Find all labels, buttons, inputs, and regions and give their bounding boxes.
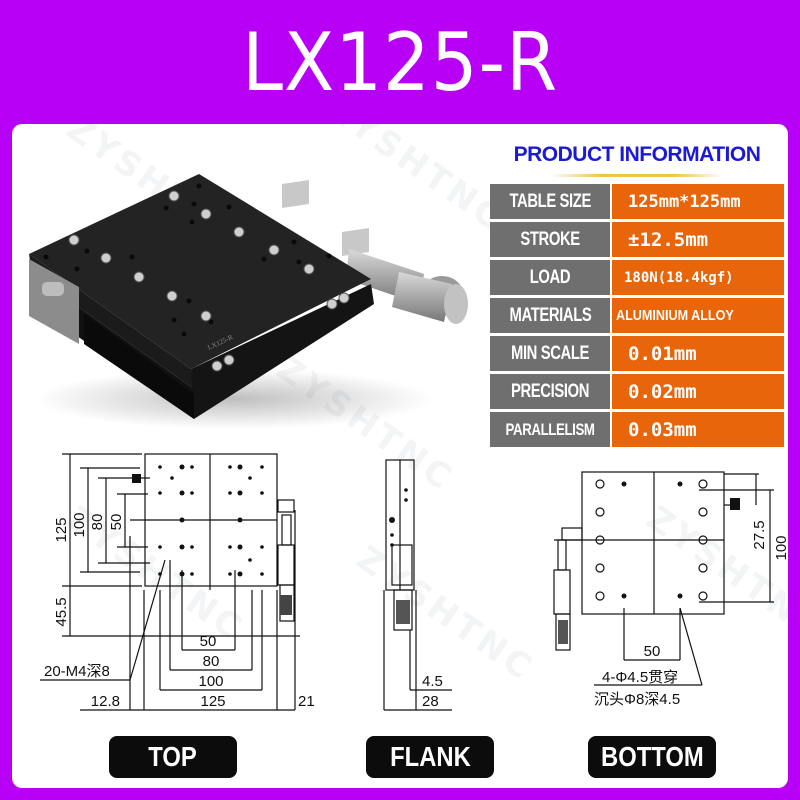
info-value: 0.02mm bbox=[612, 374, 784, 409]
info-row-min-scale: MIN SCALE 0.01mm bbox=[490, 336, 784, 371]
info-row-precision: PRECISION 0.02mm bbox=[490, 374, 784, 409]
info-value: 0.03mm bbox=[612, 412, 784, 447]
hole-note: 20-M4深8 bbox=[44, 663, 110, 680]
hole-note: 沉头Φ8深4.5 bbox=[594, 691, 680, 708]
info-label: PARALLELISM bbox=[490, 412, 610, 447]
info-value: 125mm*125mm bbox=[612, 184, 784, 219]
info-label: PRECISION bbox=[490, 374, 610, 409]
dim-label: 100 bbox=[773, 535, 788, 560]
dim-label: 100 bbox=[71, 512, 88, 537]
view-label-top: TOP bbox=[109, 736, 237, 778]
hole-note: 4-Φ4.5贯穿 bbox=[602, 669, 678, 686]
bottom-view-drawing: 27.5 100 50 4-Φ4.5贯穿 沉头Φ8深4.5 bbox=[553, 471, 788, 708]
product-photo: LX125-R bbox=[24, 144, 484, 444]
dim-label: 80 bbox=[203, 653, 220, 670]
info-row-stroke: STROKE ±12.5mm bbox=[490, 222, 784, 257]
linear-stage-image: LX125-R bbox=[29, 174, 468, 429]
dim-label: 27.5 bbox=[751, 520, 768, 549]
info-value: ALUMINIUM ALLOY bbox=[612, 298, 784, 333]
dim-label: 21 bbox=[298, 693, 315, 710]
product-info-table: PRODUCT INFORMATION TABLE SIZE 125mm*125… bbox=[490, 138, 784, 450]
dim-label: 45.5 bbox=[53, 597, 70, 626]
dim-label: 50 bbox=[108, 514, 125, 531]
info-row-load: LOAD 180N(18.4kgf) bbox=[490, 260, 784, 295]
product-title: LX125-R bbox=[241, 15, 559, 109]
dim-label: 125 bbox=[53, 517, 70, 542]
top-view-drawing: 125 100 80 50 45.5 50 80 100 125 12.8 21… bbox=[40, 453, 315, 711]
info-value: 180N(18.4kgf) bbox=[612, 260, 784, 295]
view-label-bottom: BOTTOM bbox=[588, 736, 716, 778]
info-value: ±12.5mm bbox=[612, 222, 784, 257]
info-row-table-size: TABLE SIZE 125mm*125mm bbox=[490, 184, 784, 219]
flank-view-drawing: 4.5 28 bbox=[383, 459, 452, 711]
dim-label: 50 bbox=[200, 633, 217, 650]
info-label: LOAD bbox=[490, 260, 610, 295]
view-label-flank: FLANK bbox=[366, 736, 494, 778]
info-value: 0.01mm bbox=[612, 336, 784, 371]
dim-label: 12.8 bbox=[91, 693, 120, 710]
info-label: MATERIALS bbox=[490, 298, 610, 333]
product-info-title: PRODUCT INFORMATION bbox=[513, 143, 761, 166]
dim-label: 100 bbox=[198, 673, 223, 690]
dim-label: 125 bbox=[200, 693, 225, 710]
info-label: MIN SCALE bbox=[490, 336, 610, 371]
info-row-materials: MATERIALS ALUMINIUM ALLOY bbox=[490, 298, 784, 333]
info-label: STROKE bbox=[490, 222, 610, 257]
dim-label: 50 bbox=[644, 643, 661, 660]
dim-label: 80 bbox=[89, 514, 106, 531]
title-underline bbox=[550, 174, 724, 177]
dim-label: 4.5 bbox=[422, 673, 443, 690]
info-row-parallelism: PARALLELISM 0.03mm bbox=[490, 412, 784, 447]
dim-label: 28 bbox=[422, 693, 439, 710]
content-card: ZYSHTNC ZYSHTNC ZYSHTNC ZYSHTNC ZYSHTNC … bbox=[12, 124, 788, 788]
info-label: TABLE SIZE bbox=[490, 184, 610, 219]
